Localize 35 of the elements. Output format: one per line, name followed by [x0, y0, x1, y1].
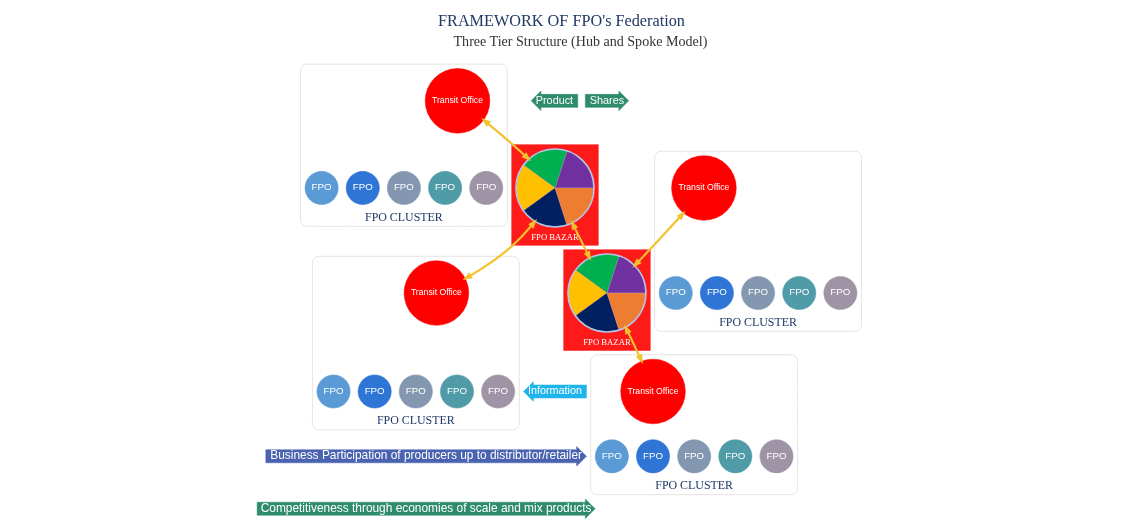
diagram-title: FRAMEWORK OF FPO's Federation [438, 11, 685, 30]
node-circle: FPO [357, 374, 392, 409]
node-circle: FPO [428, 171, 462, 205]
cluster: FPO BAZAR [511, 144, 599, 246]
node-circle: FPO [440, 374, 474, 409]
arrow [632, 210, 686, 268]
node-circle: FPO [304, 171, 339, 205]
node-circle: FPO [718, 439, 753, 474]
label: Information [527, 384, 583, 397]
arrow [570, 220, 592, 261]
node-circle: FPO [481, 374, 515, 409]
node-circle: FPO [636, 439, 670, 474]
node-circle: FPO [387, 171, 421, 205]
node-circle: FPO [741, 276, 775, 310]
label: Three Tier Structure (Hub and Spoke Model) [453, 33, 708, 50]
node-circle: FPO [469, 171, 504, 205]
node-circle: FPO [782, 276, 817, 310]
label: Business Participation of producers up to distributor/retailer [270, 448, 582, 463]
node-circle: FPO [823, 276, 858, 310]
node-circle: FPO [759, 439, 794, 474]
arrow [481, 118, 532, 162]
node-circle: Transit Office [403, 260, 469, 326]
label: Shares [589, 93, 625, 106]
label: Product [535, 93, 574, 106]
arrow [462, 218, 537, 281]
node-circle: FPO [658, 276, 693, 310]
node-circle: FPO [677, 439, 712, 474]
node-circle: FPO [345, 171, 380, 205]
node-circle: Transit Office [620, 358, 686, 425]
arrow [624, 324, 643, 365]
node-circle: FPO [316, 374, 351, 409]
node-circle: FPO [700, 276, 734, 310]
node-circle: FPO [595, 439, 629, 474]
label: Competitiveness through economies of scale and mix products [260, 500, 592, 515]
node-circle: FPO [398, 374, 433, 409]
